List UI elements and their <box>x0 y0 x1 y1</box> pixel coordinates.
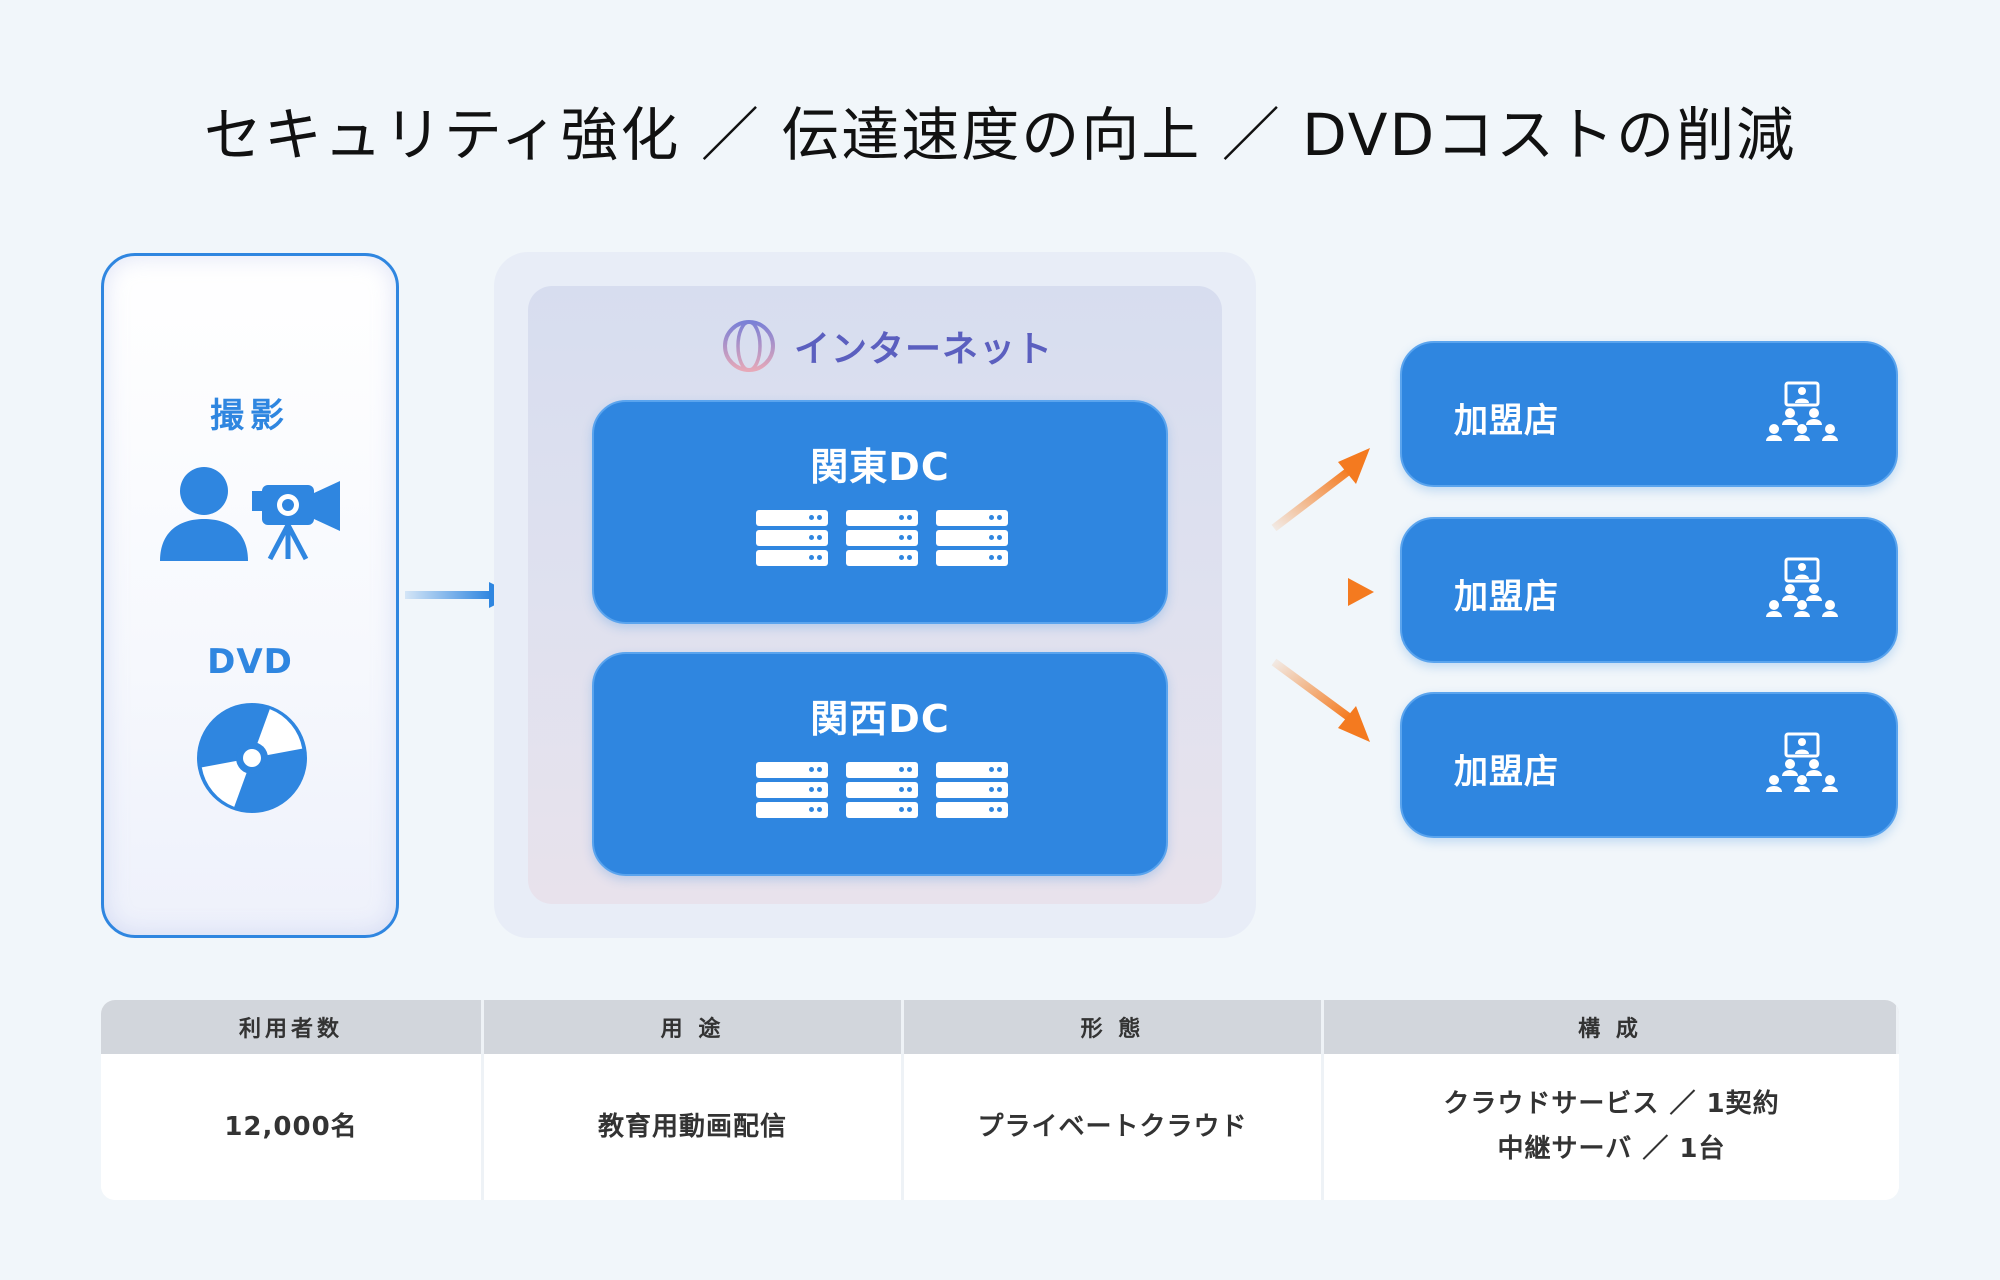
table-cell-form: プライベートクラウド <box>904 1054 1324 1200</box>
store-3: 加盟店 <box>1400 692 1898 838</box>
server-icon <box>936 762 1008 818</box>
store-1: 加盟店 <box>1400 341 1898 487</box>
server-icon <box>756 510 828 566</box>
table-cell-config: クラウドサービス ／ 1契約 中継サーバ ／ 1台 <box>1324 1054 1899 1200</box>
table-cell-users: 12,000名 <box>101 1054 484 1200</box>
source-panel: 撮影 DVD <box>101 253 399 938</box>
internet-header: インターネット <box>722 318 1053 374</box>
shoot-label: 撮影 <box>210 396 290 436</box>
arrows-out-icon <box>1262 448 1374 742</box>
server-group <box>756 762 1008 818</box>
store-label: 加盟店 <box>1454 401 1559 441</box>
page-title: セキュリティ強化 ／ 伝達速度の向上 ／ DVDコストの削減 <box>203 101 1797 169</box>
server-icon <box>756 762 828 818</box>
dvd-label: DVD <box>207 642 293 682</box>
audience-icon <box>1766 732 1838 792</box>
cameraman-icon <box>160 467 340 561</box>
store-label: 加盟店 <box>1454 577 1559 617</box>
config-line-cloud: クラウドサービス ／ 1契約 <box>1443 1089 1780 1119</box>
table-header-config: 構 成 <box>1324 1000 1899 1054</box>
table-cell-usage: 教育用動画配信 <box>484 1054 904 1200</box>
config-line-relay: 中継サーバ ／ 1台 <box>1497 1134 1726 1164</box>
dc-kansai-label: 関西DC <box>810 697 950 741</box>
dc-kanto: 関東DC <box>592 400 1168 624</box>
store-2: 加盟店 <box>1400 517 1898 663</box>
server-icon <box>846 510 918 566</box>
info-table: 利用者数 用 途 形 態 構 成 12,000名 教育用動画配信 プライベートク… <box>101 1000 1899 1200</box>
dc-kansai: 関西DC <box>592 652 1168 876</box>
table-header-users: 利用者数 <box>101 1000 484 1054</box>
audience-icon <box>1766 381 1838 441</box>
server-icon <box>936 510 1008 566</box>
internet-label: インターネット <box>794 329 1054 370</box>
server-group <box>756 510 1008 566</box>
dc-kanto-label: 関東DC <box>810 445 950 489</box>
table-header-form: 形 態 <box>904 1000 1324 1054</box>
globe-icon <box>723 320 775 372</box>
table-header-usage: 用 途 <box>484 1000 904 1054</box>
audience-icon <box>1766 557 1838 617</box>
store-label: 加盟店 <box>1454 752 1559 792</box>
dvd-disc-icon <box>197 703 307 813</box>
server-icon <box>846 762 918 818</box>
